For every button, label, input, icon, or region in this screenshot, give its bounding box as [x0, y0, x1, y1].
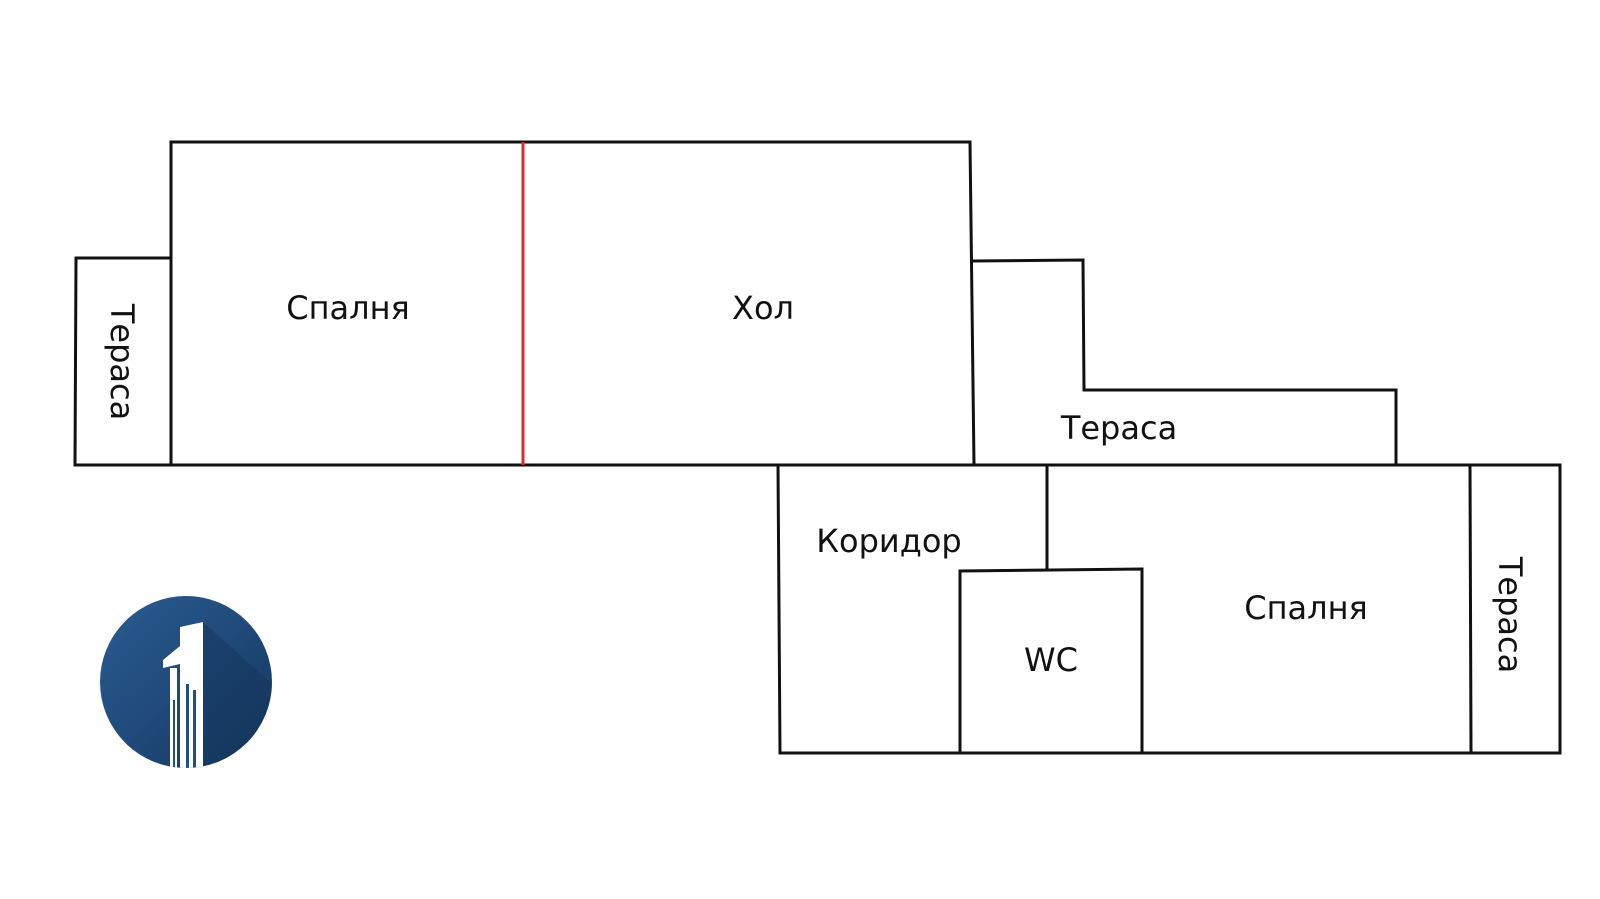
label-bedroom-bottom: Спалня [1244, 589, 1368, 627]
label-terrace-mid: Тераса [1060, 409, 1177, 447]
label-corridor: Коридор [816, 522, 961, 560]
wall-terrace-right [1468, 463, 1473, 755]
label-terrace-left: Тераса [103, 303, 141, 420]
wall-wc [958, 567, 1144, 755]
wall-top-main [169, 140, 976, 467]
wall-terrace-mid [971, 258, 1398, 467]
label-terrace-right: Тераса [1491, 556, 1529, 673]
label-hall: Хол [732, 289, 794, 327]
bottom-block [776, 463, 1562, 755]
building-one-logo-icon [100, 596, 272, 768]
wall-bottom-outline [776, 463, 1562, 755]
label-bedroom-top: Спалня [286, 289, 410, 327]
top-block [73, 140, 1398, 467]
label-wc: WC [1024, 641, 1078, 679]
